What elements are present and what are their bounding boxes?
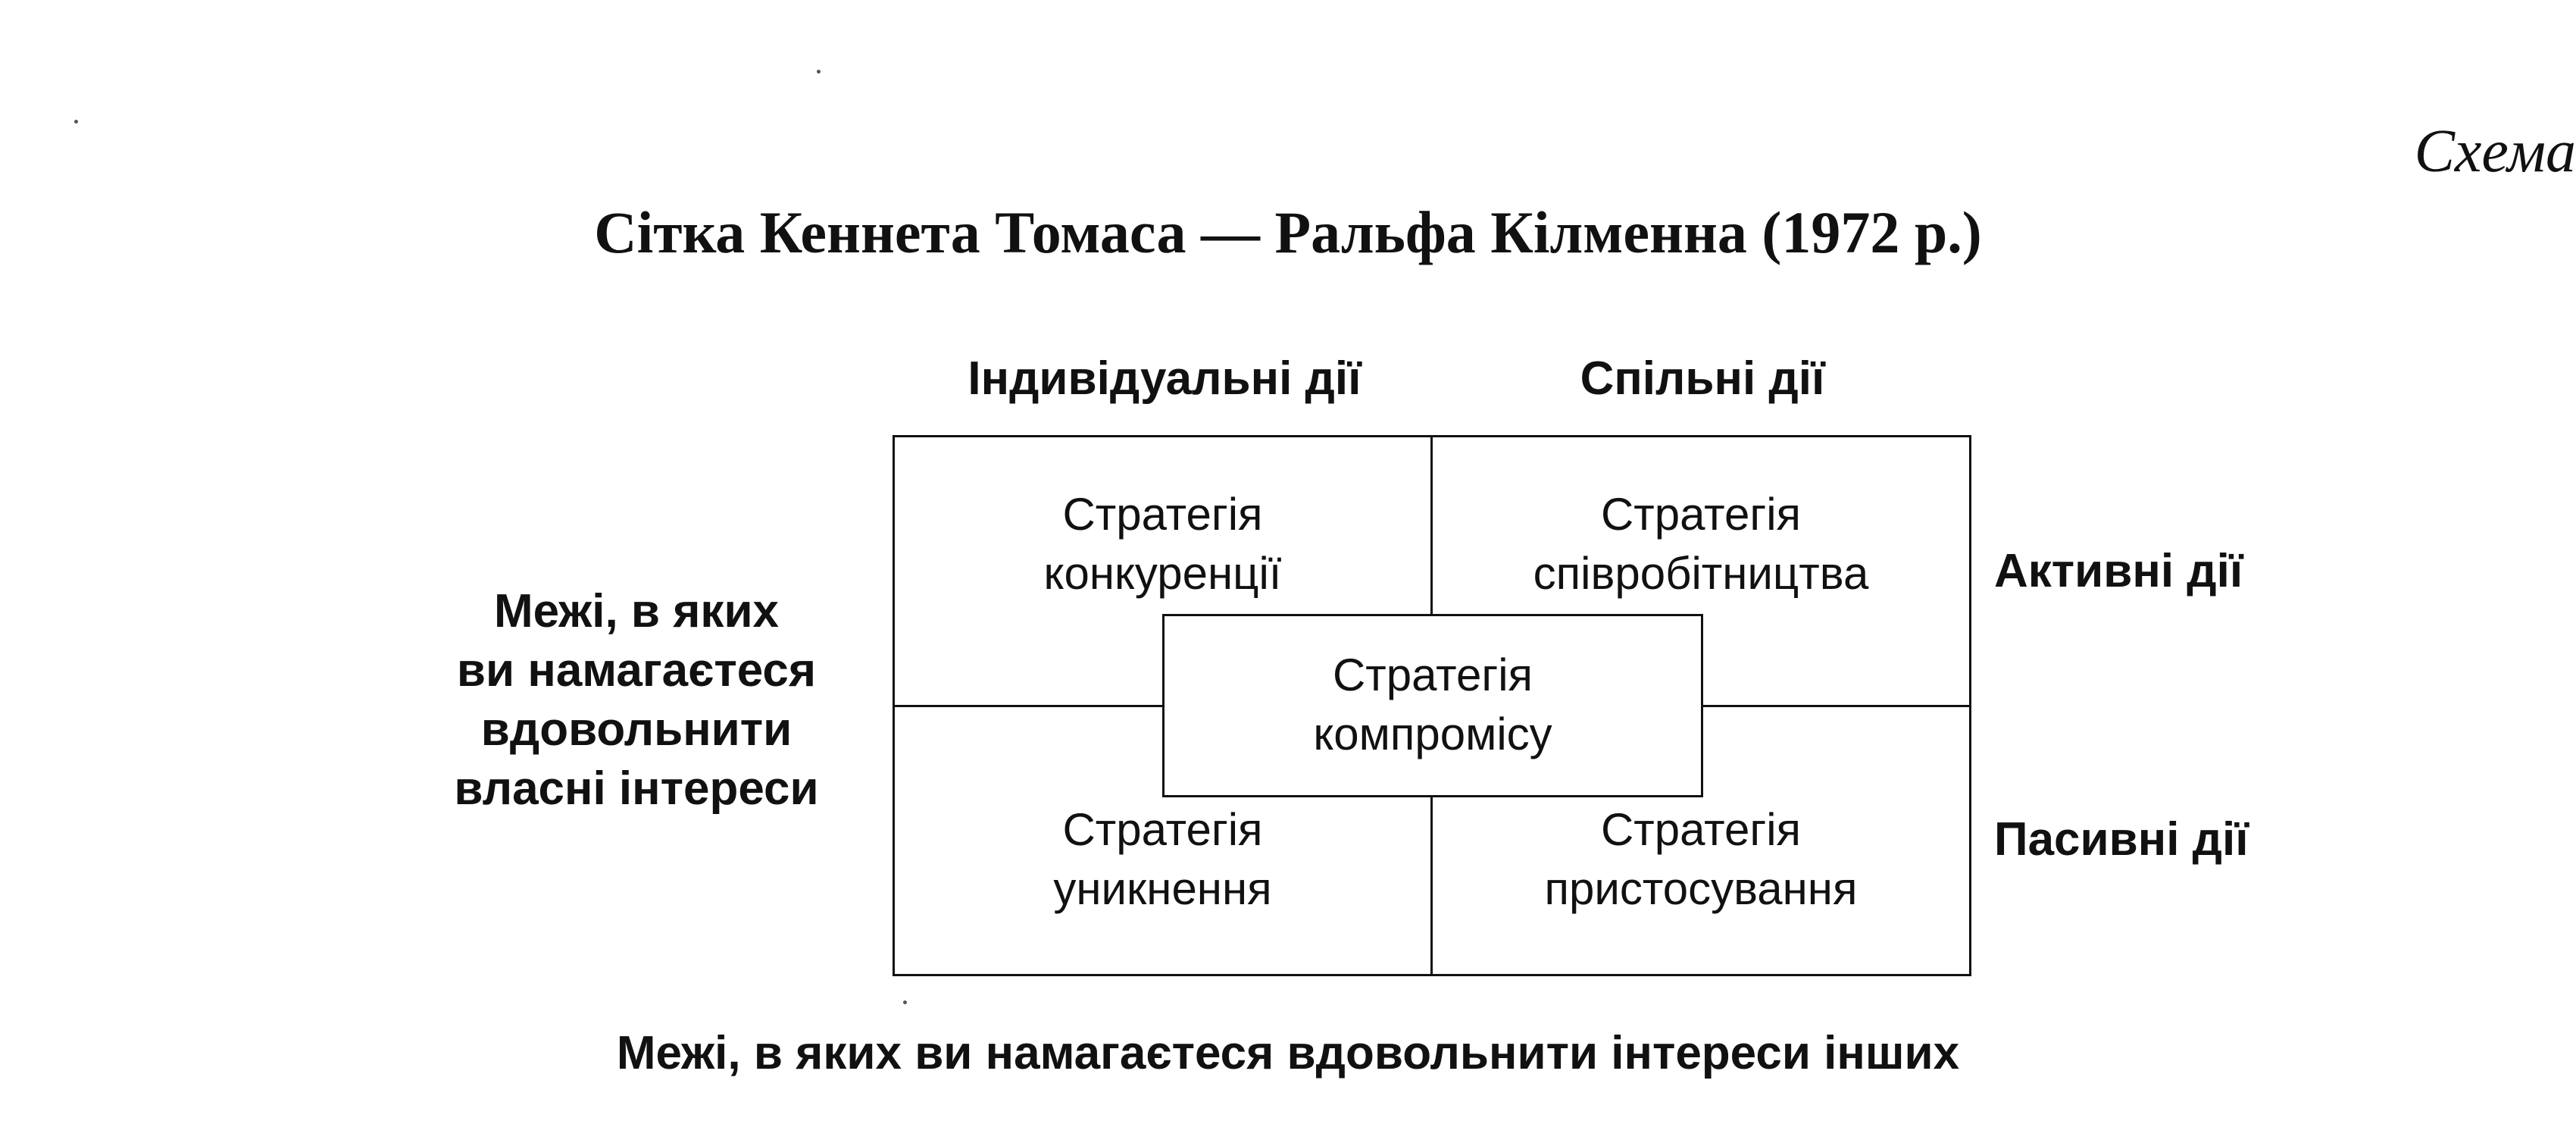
strategy-name: співробітництва [1533, 548, 1869, 599]
left-axis-line: Межі, в яких [493, 585, 780, 637]
strategy-label: Стратегія [1332, 650, 1533, 700]
strategy-name: компромісу [1313, 709, 1552, 759]
schema-label: Схема [2414, 118, 2576, 185]
column-header-joint: Спільні дії [1580, 352, 1825, 405]
column-header-individual: Індивідуальні дії [968, 352, 1361, 405]
strategy-label: Стратегія [1062, 489, 1263, 540]
left-axis-label: Межі, в яких ви намагаєтеся вдовольнити … [424, 582, 849, 819]
strategy-name: пристосування [1544, 863, 1858, 914]
strategy-name: конкуренції [1043, 548, 1282, 599]
left-axis-line: власні інтереси [454, 762, 819, 815]
strategy-compromise: Стратегія компромісу [1165, 646, 1701, 764]
strategy-label: Стратегія [1062, 804, 1263, 855]
left-axis-line: ви намагаєтеся [456, 644, 817, 697]
strategy-competition: Стратегія конкуренції [895, 485, 1430, 603]
strategy-label: Стратегія [1600, 804, 1802, 855]
scan-speck [74, 120, 78, 124]
strategy-label: Стратегія [1600, 489, 1802, 540]
scan-speck [817, 70, 821, 74]
row-header-passive: Пасивні дії [1994, 813, 2249, 866]
diagram-title: Сітка Кеннета Томаса — Ральфа Кілменна (… [594, 199, 1982, 265]
strategy-cooperation: Стратегія співробітництва [1433, 485, 1969, 603]
scan-speck [903, 1000, 907, 1004]
strategy-name: уникнення [1053, 863, 1272, 914]
strategy-accommodation: Стратегія пристосування [1433, 800, 1969, 919]
strategy-avoidance: Стратегія уникнення [895, 800, 1430, 919]
compromise-box [1162, 614, 1703, 797]
bottom-axis-label: Межі, в яких ви намагаєтеся вдовольнити … [616, 1027, 1960, 1079]
left-axis-line: вдовольнити [480, 703, 792, 756]
row-header-active: Активні дії [1994, 545, 2243, 597]
